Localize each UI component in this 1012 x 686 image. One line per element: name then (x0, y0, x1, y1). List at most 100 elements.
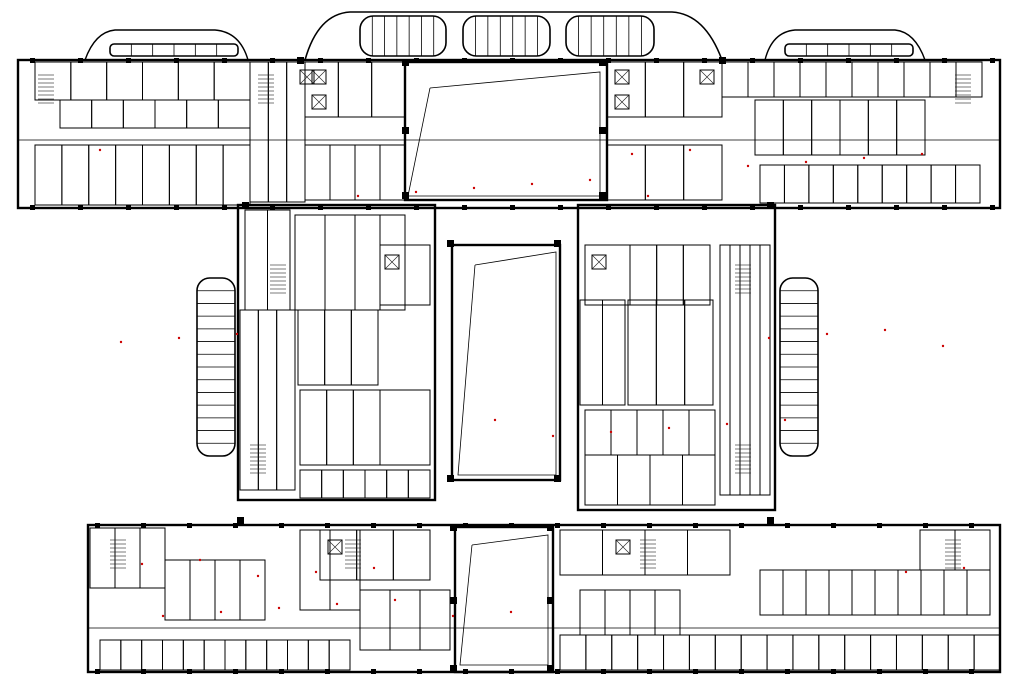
patient-room (783, 164, 810, 204)
room (682, 244, 711, 306)
annotation-mark (140, 562, 144, 566)
canopy (462, 15, 551, 57)
lift-core (584, 244, 631, 306)
room (267, 209, 291, 311)
room (350, 309, 379, 386)
structural-column (414, 58, 419, 63)
structural-column (894, 58, 899, 63)
elevator-x-mark (614, 69, 630, 85)
room (286, 61, 306, 203)
structural-column (510, 58, 515, 63)
toilet-room (299, 469, 323, 499)
exam-room (966, 569, 991, 616)
canopy (359, 15, 447, 57)
structural-column (654, 205, 659, 210)
room (59, 99, 93, 129)
patient-room (740, 634, 768, 671)
structural-column (555, 523, 560, 528)
structural-column (785, 669, 790, 674)
patient-room (99, 639, 122, 671)
patient-room (906, 164, 932, 204)
toilet-room (329, 144, 356, 201)
elevator-x-mark (327, 539, 343, 555)
structural-column (739, 669, 744, 674)
middle-right-block (576, 203, 777, 512)
stair-lift-core (319, 529, 358, 581)
room (839, 99, 869, 156)
structural-column (366, 58, 371, 63)
structural-column (78, 205, 83, 210)
structural-column (318, 58, 323, 63)
structural-column (414, 205, 419, 210)
structural-column (270, 58, 275, 63)
patient-room (224, 639, 247, 671)
room (91, 99, 124, 129)
structural-column (78, 58, 83, 63)
exam-room (828, 569, 853, 616)
elevator (615, 539, 631, 555)
elevator (327, 539, 343, 555)
annotation-mark (119, 340, 123, 344)
structural-column (558, 205, 563, 210)
elevator (311, 69, 327, 85)
room (177, 61, 215, 101)
structural-column (831, 523, 836, 528)
structural-column (30, 58, 35, 63)
patient-room (714, 634, 742, 671)
annotation-mark (630, 152, 634, 156)
annotation-mark (667, 426, 671, 430)
room (89, 527, 116, 589)
structural-column (599, 127, 606, 134)
patient-room (611, 634, 639, 671)
patient-bay (34, 144, 63, 206)
structural-column (750, 205, 755, 210)
annotation-mark (393, 598, 397, 602)
room (217, 99, 251, 129)
structural-column (606, 205, 611, 210)
structural-column (402, 192, 409, 199)
room (929, 61, 957, 98)
room (584, 409, 612, 456)
structural-column (693, 669, 698, 674)
room (877, 61, 905, 98)
room (747, 61, 775, 98)
elevator (299, 69, 315, 85)
structural-column (237, 517, 244, 524)
room (867, 99, 898, 156)
structural-column (450, 665, 457, 672)
patient-bay (222, 144, 251, 206)
structural-column (606, 58, 611, 63)
annotation-mark (314, 570, 318, 574)
annotation-mark (783, 418, 787, 422)
patient-room (857, 164, 883, 204)
structural-column (877, 669, 882, 674)
annotation-mark (804, 160, 808, 164)
structural-column (126, 58, 131, 63)
toilet-room (407, 469, 431, 499)
structural-column (509, 669, 514, 674)
structural-column (126, 205, 131, 210)
toilet-room (342, 469, 366, 499)
annotation-mark (941, 344, 945, 348)
structural-column (509, 523, 514, 528)
toilet-room (304, 144, 331, 201)
patient-room (766, 634, 794, 671)
bed-area (294, 214, 326, 311)
structural-column (463, 669, 468, 674)
annotation-mark (746, 164, 750, 168)
structural-column (601, 523, 606, 528)
stair-lift-core (371, 61, 406, 118)
structural-column (990, 58, 995, 63)
room (299, 529, 331, 611)
annotation-mark (335, 602, 339, 606)
toilet-room (321, 469, 344, 499)
room (662, 409, 690, 456)
structural-column (942, 58, 947, 63)
room (754, 99, 784, 156)
structural-column (417, 669, 422, 674)
patient-room (203, 639, 226, 671)
workstation-area (602, 299, 626, 406)
structural-column (450, 524, 457, 531)
room (851, 61, 879, 98)
room (324, 309, 352, 386)
